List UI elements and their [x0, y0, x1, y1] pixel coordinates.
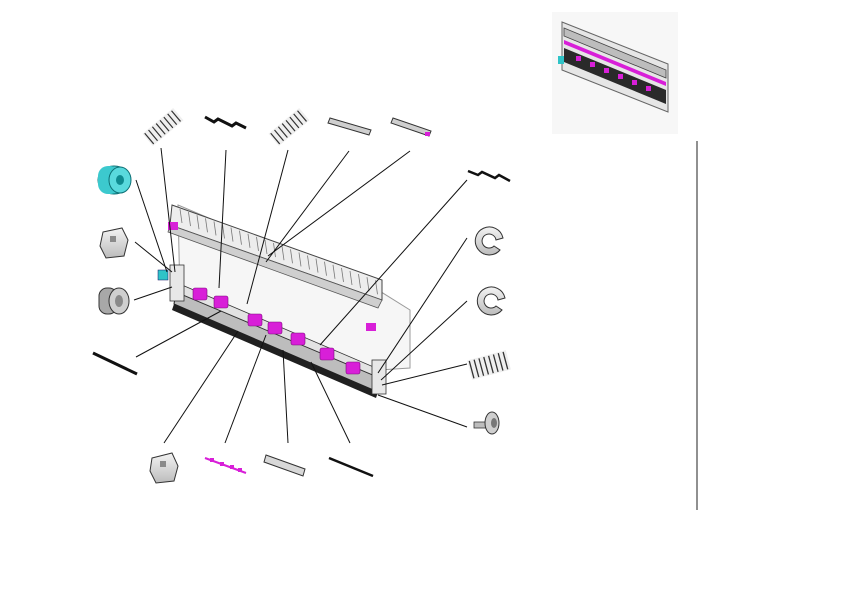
comb-tooth — [366, 277, 370, 292]
guide-plate-a — [327, 117, 372, 136]
flat-bar — [328, 456, 374, 478]
comb-tooth — [349, 270, 353, 286]
comb-tooth — [230, 227, 234, 242]
comb-tooth — [290, 249, 293, 264]
assembly-thumbnail — [552, 12, 678, 134]
bracket-wire-right — [467, 169, 511, 183]
comb-tooth — [179, 208, 183, 224]
comb-tooth — [281, 246, 285, 261]
comb-tooth — [298, 252, 302, 267]
guide-rail — [263, 454, 306, 477]
comb-tooth — [315, 258, 319, 273]
comb-tooth — [307, 255, 310, 270]
roller-shaft-magenta — [204, 457, 247, 474]
magenta-rollers — [192, 287, 361, 375]
comb-tooth — [332, 264, 336, 279]
compression-spring-left — [142, 108, 184, 146]
bracket-wire-left — [204, 115, 247, 130]
e-ring-lower — [476, 286, 506, 316]
e-ring-upper — [474, 226, 504, 256]
leader-lines — [133, 147, 468, 444]
right-end-bracket — [371, 359, 387, 395]
comb-tooth — [247, 233, 251, 248]
bearing-block-bottom — [149, 452, 179, 484]
shaft-rod — [92, 351, 138, 376]
comb-tooth — [222, 224, 225, 239]
comb-tooth — [239, 230, 242, 245]
comb-tooth — [196, 215, 200, 230]
bushing-gray — [98, 287, 130, 315]
comb-tooth — [205, 218, 208, 233]
comb-tooth — [256, 236, 259, 251]
left-end-bracket — [169, 264, 185, 302]
comb-tooth — [264, 239, 268, 255]
screw — [473, 411, 500, 435]
comb-tooth — [358, 274, 361, 289]
comb-tooth — [188, 212, 191, 227]
assembly-gear — [157, 269, 169, 281]
comb-tooth — [213, 221, 217, 236]
compression-spring-right — [467, 350, 511, 380]
bearing-block-left — [99, 227, 129, 259]
drive-gear-cyan — [97, 165, 132, 195]
comb-tooth — [341, 267, 344, 282]
comb-tooth — [324, 261, 327, 276]
compression-spring-middle — [268, 108, 310, 146]
